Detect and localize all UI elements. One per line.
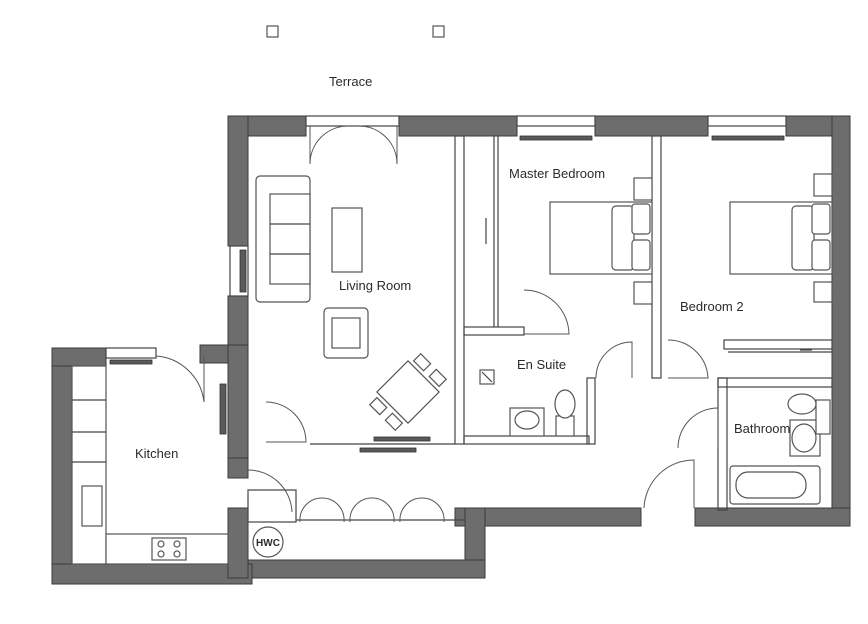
terrace-post-right: [432, 25, 445, 38]
outer-walls: [51, 115, 851, 585]
room-label-en-suite: En Suite: [517, 357, 566, 372]
interior-walls: [199, 135, 833, 523]
kitchen-units: [71, 365, 229, 565]
room-label-kitchen: Kitchen: [135, 446, 178, 461]
hwc-tank-icon: [252, 526, 284, 558]
windows: [105, 115, 787, 453]
doors: [155, 125, 719, 523]
bathroom-fixtures: [729, 393, 831, 505]
hwc-label: HWC: [256, 538, 280, 549]
room-label-bedroom-2: Bedroom 2: [680, 299, 744, 314]
living-room-furniture: [255, 175, 448, 432]
room-label-master-bedroom: Master Bedroom: [509, 166, 605, 181]
room-label-living-room: Living Room: [339, 278, 411, 293]
en-suite-fixtures: [479, 369, 576, 437]
room-label-terrace: Terrace: [329, 74, 372, 89]
bedroom-2-furniture: [728, 173, 833, 353]
terrace-post-left: [266, 25, 279, 38]
master-bedroom-furniture: [485, 136, 653, 327]
room-label-bathroom: Bathroom: [734, 421, 790, 436]
